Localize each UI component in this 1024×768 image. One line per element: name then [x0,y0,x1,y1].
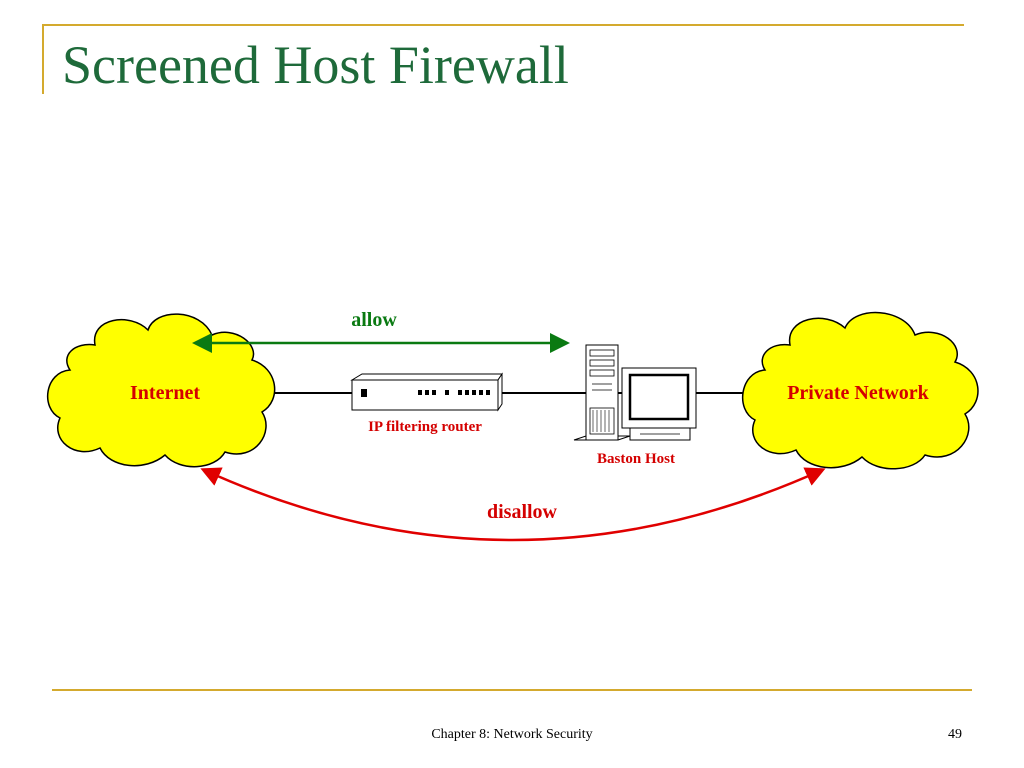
disallow-label: disallow [487,501,558,523]
slide-title: Screened Host Firewall [62,35,569,95]
router-icon [350,372,503,412]
allow-label: allow [351,309,397,331]
internet-label: Internet [130,382,200,404]
left-accent-rule [42,24,44,94]
bastion-host-label: Baston Host [597,451,675,467]
private-network-cloud-icon [741,311,979,470]
footer-chapter-text: Chapter 8: Network Security [431,727,593,742]
disallow-arrow [200,467,826,542]
footer-accent-rule [52,689,972,691]
computer-tower-icon [573,344,631,441]
router-label: IP filtering router [368,419,482,435]
private-network-label: Private Network [787,382,929,404]
monitor-icon [621,367,697,441]
top-accent-rule [42,24,964,26]
page-number: 49 [948,727,962,742]
